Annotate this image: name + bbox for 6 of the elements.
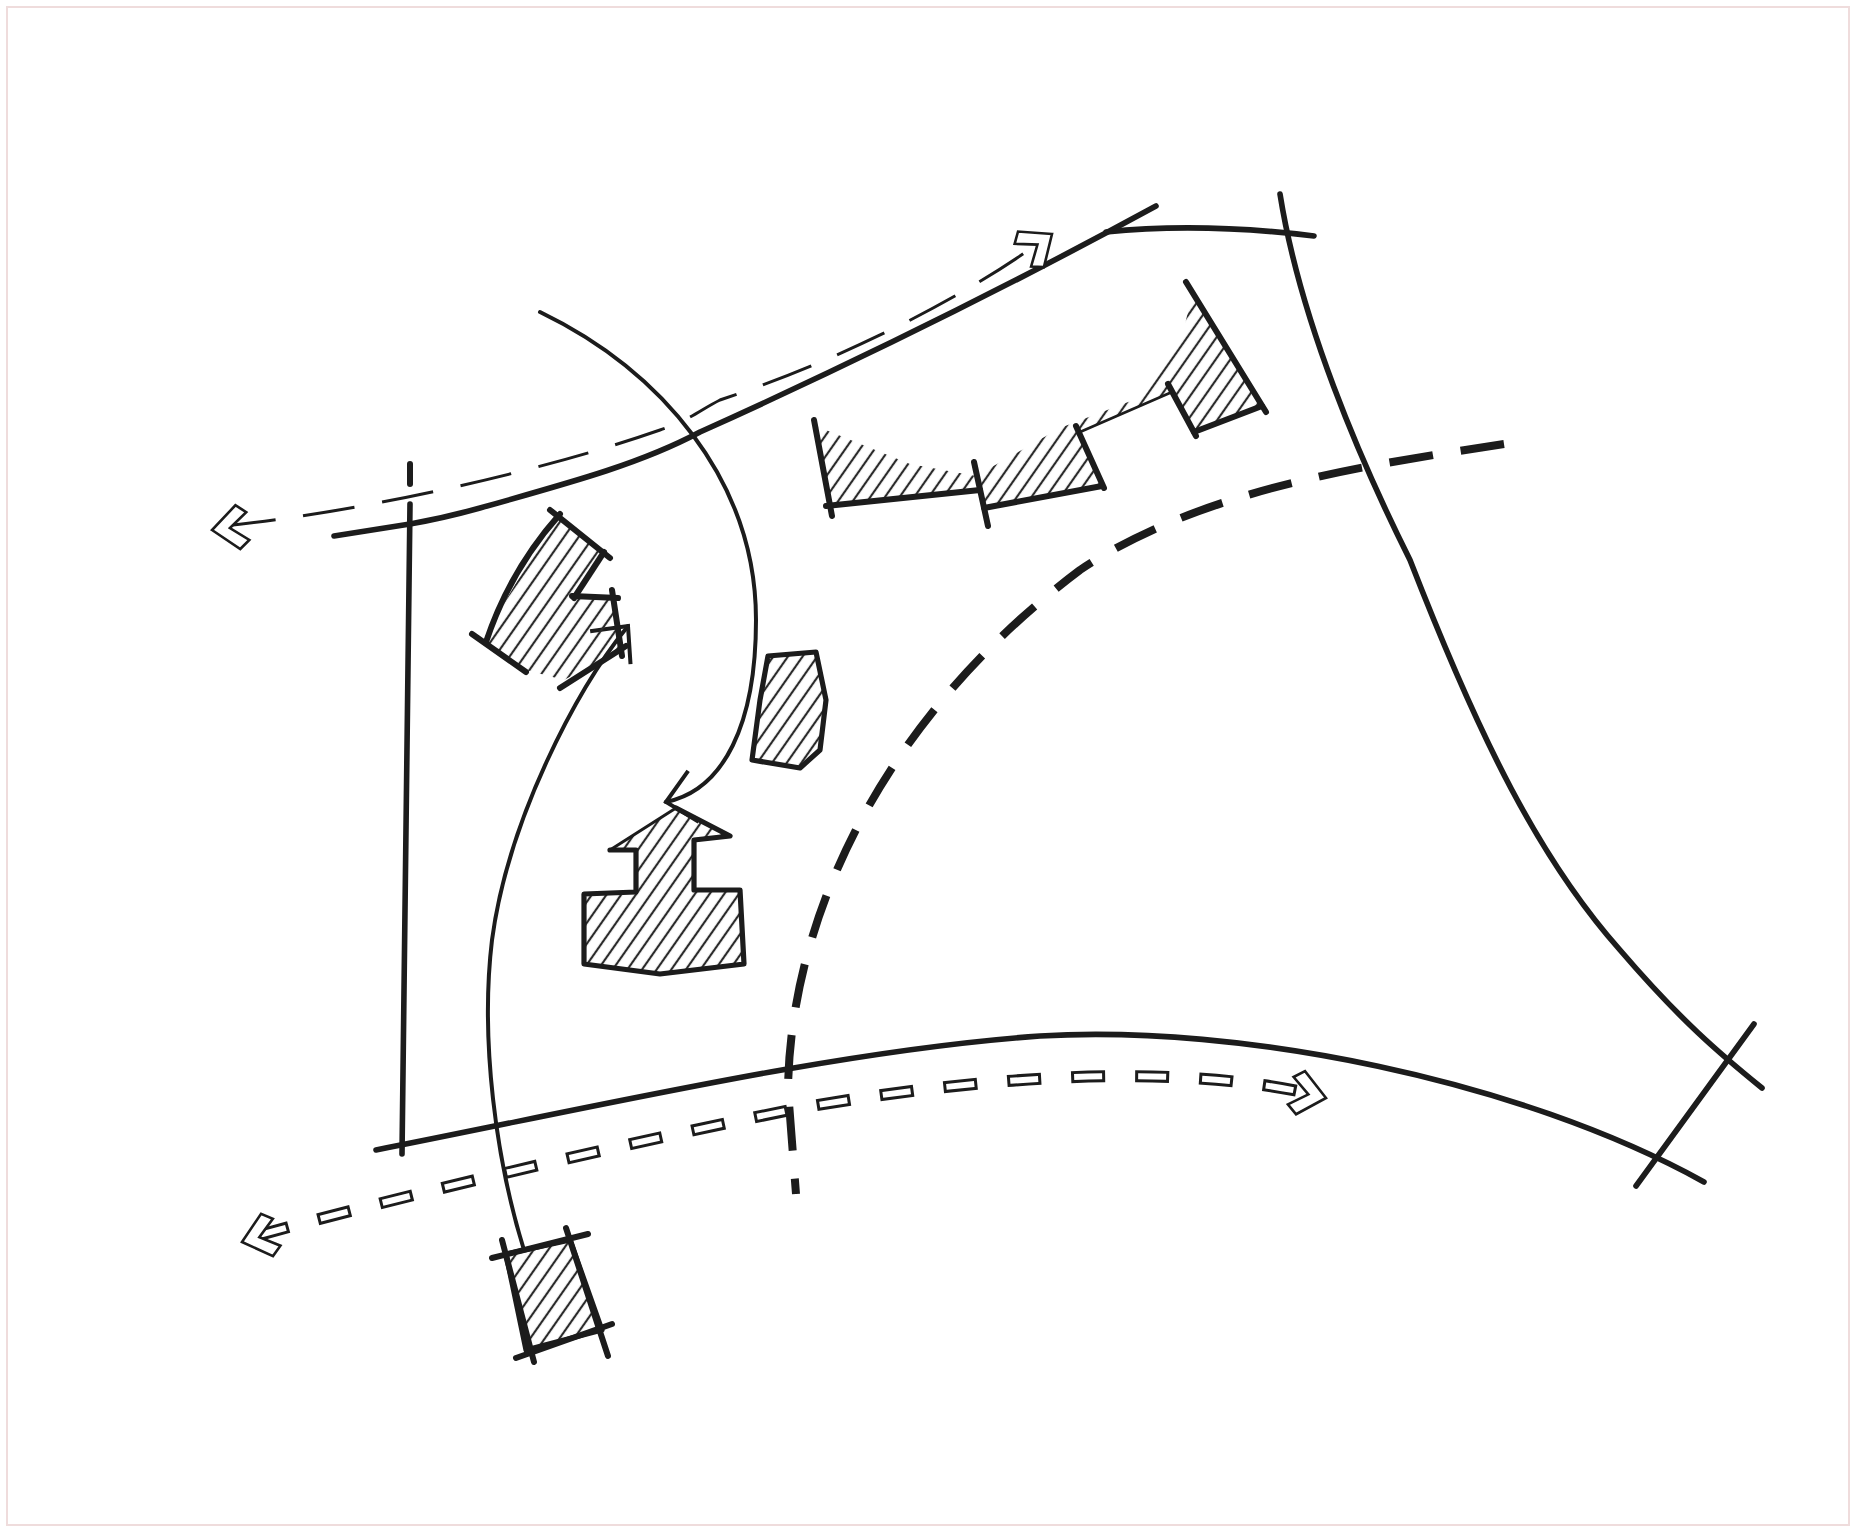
building-footprint	[466, 504, 634, 694]
building-footprint	[578, 802, 750, 980]
arrow	[486, 624, 634, 1252]
building-footprint	[488, 1222, 616, 1366]
building-footprint	[746, 646, 832, 774]
building-footprint	[808, 276, 1274, 532]
